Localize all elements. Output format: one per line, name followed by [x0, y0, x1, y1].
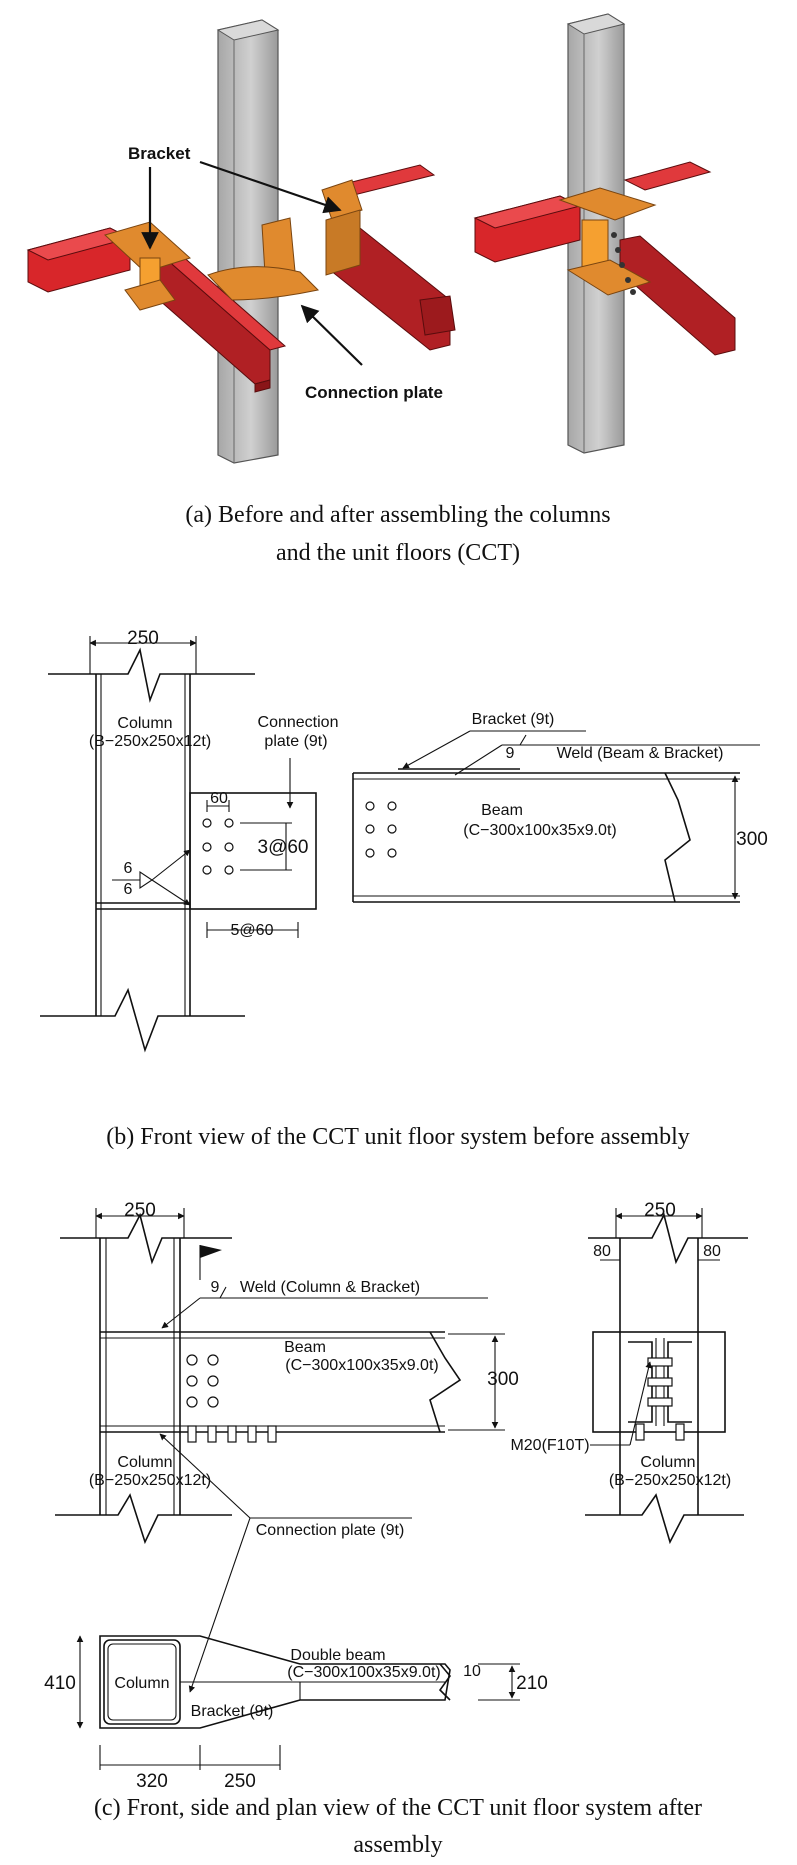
column-label-b: Column	[117, 715, 172, 732]
conn-plate-label2-b: plate (9t)	[264, 733, 327, 750]
plan-double-beam-label: Double beam	[290, 1647, 385, 1664]
caption-a-line1: (a) Before and after assembling the colu…	[185, 502, 610, 528]
bracket-right-3d	[321, 179, 363, 276]
panel-c-plan-view	[76, 1635, 520, 1770]
dim-60-b: 60	[210, 790, 228, 807]
bracket-label-b: Bracket (9t)	[472, 711, 555, 728]
panel-b-drawing: 250 Column (B−250x250x12t)	[40, 628, 768, 1053]
bolt-label: M20(F10T)	[510, 1437, 589, 1454]
connection-plate-b	[112, 758, 317, 938]
connection-plate-3d	[207, 217, 320, 301]
panel-c-front-view	[55, 1208, 505, 1693]
panel-c-side-view	[585, 1208, 748, 1545]
column-b	[40, 636, 255, 1053]
column-label-c: Column	[117, 1454, 172, 1471]
dim-80-left: 80	[593, 1243, 611, 1260]
plan-column-label: Column	[114, 1675, 169, 1692]
dim-250-c-side: 250	[644, 1200, 676, 1221]
beam-label-b: Beam	[481, 802, 523, 819]
label-bracket: Bracket	[128, 144, 191, 163]
beam-spec-c: (C−300x100x35x9.0t)	[285, 1357, 438, 1374]
beam-left-3d	[26, 227, 287, 393]
conn-plate-label-b: Connection	[258, 714, 339, 731]
side-column-label: Column	[640, 1454, 695, 1471]
weld-9-b: 9	[506, 745, 515, 762]
beams-assembled-3d	[473, 161, 736, 356]
plan-dim-250: 250	[224, 1771, 256, 1792]
bracket-left-3d	[104, 221, 191, 311]
beam-b	[352, 730, 760, 903]
weld-6a-b: 6	[124, 860, 133, 877]
plan-bracket-label: Bracket (9t)	[191, 1703, 274, 1720]
caption-c-line2: assembly	[353, 1832, 442, 1858]
caption-a-line2: and the unit floors (CCT)	[276, 540, 520, 566]
dim-300-b: 300	[736, 829, 768, 850]
panel-a-illustration: Bracket Connection plate	[26, 13, 736, 464]
arrow-connection-plate	[300, 304, 363, 366]
weld-label-b: Weld (Beam & Bracket)	[557, 745, 724, 762]
dim-3at60-b: 3@60	[258, 837, 309, 858]
plan-dim-410: 410	[44, 1673, 76, 1694]
plan-dim-10: 10	[463, 1663, 481, 1680]
arrow-bracket-right	[199, 160, 342, 214]
beam-spec-b: (C−300x100x35x9.0t)	[463, 822, 616, 839]
caption-c-line1: (c) Front, side and plan view of the CCT…	[94, 1795, 702, 1821]
dim-250-b: 250	[127, 628, 159, 649]
dim-250-c-front: 250	[124, 1200, 156, 1221]
dim-5at60-b: 5@60	[231, 922, 274, 939]
plan-dim-320: 320	[136, 1771, 168, 1792]
conn-plate-label-c: Connection plate (9t)	[256, 1522, 405, 1539]
weld-6b-b: 6	[124, 881, 133, 898]
beam-label-c: Beam	[284, 1339, 326, 1356]
weld-9-c: 9	[211, 1279, 220, 1296]
dim-80-right: 80	[703, 1243, 721, 1260]
column-spec-c: (B−250x250x12t)	[89, 1472, 211, 1489]
side-column-spec: (B−250x250x12t)	[609, 1472, 731, 1489]
column-spec-b: (B−250x250x12t)	[89, 733, 211, 750]
weld-label-c: Weld (Column & Bracket)	[240, 1279, 420, 1296]
label-connection-plate: Connection plate	[305, 383, 443, 402]
dim-300-c: 300	[487, 1369, 519, 1390]
plan-beam-spec: (C−300x100x35x9.0t)	[287, 1664, 440, 1681]
bracket-assembled-3d	[558, 187, 657, 296]
caption-b: (b) Front view of the CCT unit floor sys…	[106, 1124, 689, 1150]
plan-dim-210: 210	[516, 1673, 548, 1694]
